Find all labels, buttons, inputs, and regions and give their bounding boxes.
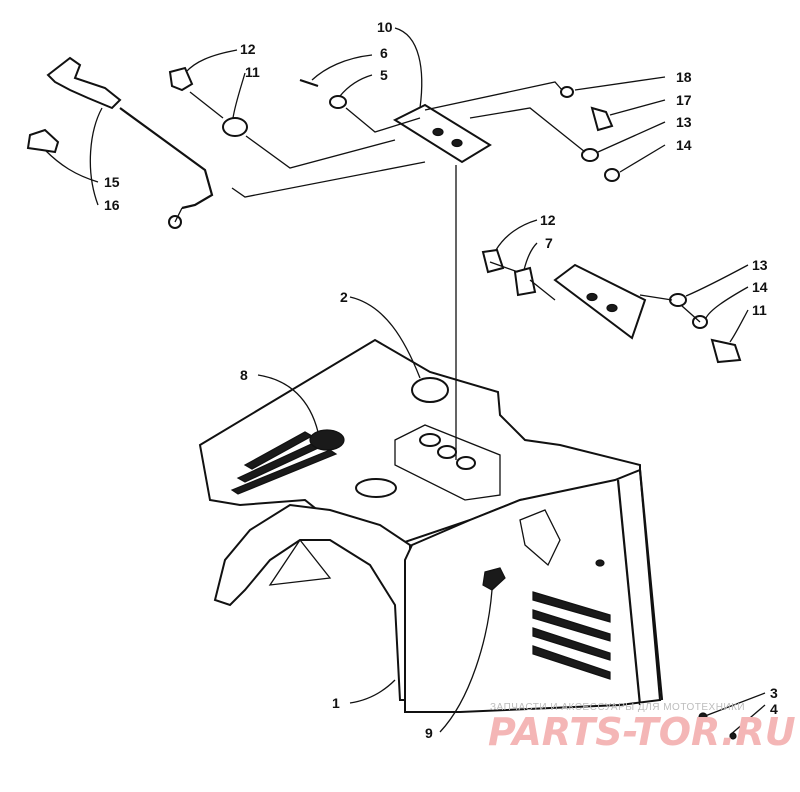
callout-5: 5 [380, 67, 388, 83]
grommet-9 [482, 567, 506, 591]
callout-4: 4 [770, 701, 778, 717]
callout-15: 15 [104, 174, 120, 190]
callout-9: 9 [425, 725, 433, 741]
callout-leaders [44, 27, 766, 736]
watermark-tagline: ЗАПЧАСТИ И АКСЕССУАРЫ ДЛЯ МОТОТЕХНИКИ [490, 702, 745, 713]
callout-7: 7 [545, 235, 553, 251]
callout-11b: 11 [752, 302, 767, 318]
callout-12b: 12 [540, 212, 556, 228]
callout-13b: 13 [752, 257, 768, 273]
callout-labels: 10 12 6 11 5 18 17 13 14 15 16 12 7 13 1… [104, 19, 778, 741]
callout-12: 12 [240, 41, 256, 57]
bezel-right [553, 263, 647, 340]
left-louvres [230, 431, 338, 495]
callout-1: 1 [332, 695, 340, 711]
callout-13: 13 [676, 114, 692, 130]
callout-14b: 14 [752, 279, 768, 295]
upper-hardware [168, 66, 620, 182]
right-hardware [481, 248, 742, 364]
throttle-assembly [26, 56, 214, 229]
callout-2: 2 [340, 289, 348, 305]
callout-18: 18 [676, 69, 692, 85]
watermark-brand: PARTS-TOR.RU [488, 710, 796, 754]
callout-10: 10 [377, 19, 393, 35]
right-louvres [532, 591, 611, 680]
callout-6: 6 [380, 45, 388, 61]
assembly-lines [189, 81, 701, 460]
watermark: ЗАПЧАСТИ И АКСЕССУАРЫ ДЛЯ МОТОТЕХНИКИ PA… [488, 702, 796, 754]
hole-2 [411, 377, 449, 403]
callout-8: 8 [240, 367, 248, 383]
console-body [198, 338, 664, 713]
callout-16: 16 [104, 197, 120, 213]
callout-17: 17 [676, 92, 692, 108]
callout-14: 14 [676, 137, 692, 153]
callout-11: 11 [245, 64, 260, 80]
callout-3: 3 [770, 685, 778, 701]
